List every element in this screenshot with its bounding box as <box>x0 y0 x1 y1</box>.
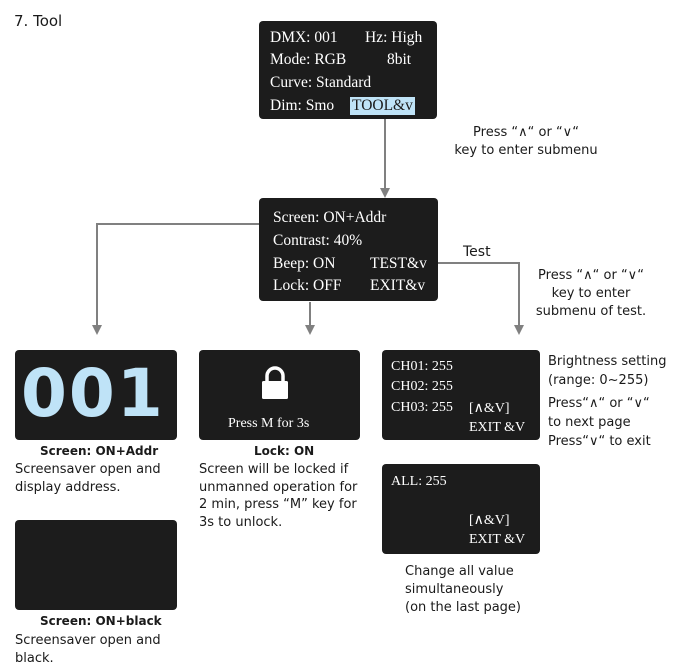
channel-test-screen: CH01: 255 CH02: 255 CH03: 255 [∧&V] EXIT… <box>382 350 540 440</box>
lock-caption-line-3: 2 min, press “M” key for <box>199 497 357 512</box>
channel-note-line-4: to next page <box>548 415 631 430</box>
lock-screen: Press M for 3s <box>199 350 360 440</box>
addr-caption-title: Screen: ON+Addr <box>40 444 159 458</box>
tool-menu-item-highlighted[interactable]: TOOL&v <box>350 97 415 115</box>
exit-menu-item[interactable]: EXIT&v <box>370 277 426 294</box>
lock-caption-title-value: : ON <box>284 444 315 458</box>
lock-caption: Screen will be locked if unmanned operat… <box>199 461 357 531</box>
padlock-icon <box>262 366 288 399</box>
test-note-line-3: submenu of test. <box>535 304 647 319</box>
lock-caption-title-label: Lock <box>254 444 285 458</box>
all-note-line-1: Change all value <box>405 564 514 579</box>
black-caption: Screensaver open and black. <box>15 632 161 668</box>
address-display: 001 <box>21 355 165 432</box>
all-exit-hint: EXIT &V <box>469 532 526 547</box>
hz-value: Hz: High <box>365 29 423 46</box>
dim-value: Dim: Smo <box>270 97 335 114</box>
all-channels-screen: ALL: 255 [∧&V] EXIT &V <box>382 464 540 554</box>
all-note-line-3: (on the last page) <box>405 600 521 615</box>
channel-nav-hint: [∧&V] <box>469 401 510 416</box>
black-caption-line-1: Screensaver open and <box>15 633 161 648</box>
screen-setting: Screen: ON+Addr <box>273 209 387 226</box>
all-note-line-2: simultaneously <box>405 582 504 597</box>
channel-03-value: CH03: 255 <box>391 400 453 415</box>
channel-note-line-5: Press“∨“ to exit <box>548 434 651 449</box>
dmx-address: DMX: 001 <box>270 29 338 46</box>
channel-note-line-3: Press“∧“ or “∨“ <box>548 396 650 411</box>
bit-value: 8bit <box>387 51 412 68</box>
channel-02-value: CH02: 255 <box>391 379 453 394</box>
addr-caption-line-2: display address. <box>15 480 121 495</box>
enter-submenu-note: Press “∧“ or “∨“ key to enter submenu <box>441 124 611 160</box>
lock-press-hint: Press M for 3s <box>228 416 310 431</box>
arrow-tool-to-test <box>438 262 524 335</box>
addr-caption-line-1: Screensaver open and <box>15 462 161 477</box>
test-submenu-note: Press “∧“ or “∨“ key to enter submenu of… <box>521 267 661 321</box>
test-note-line-1: Press “∧“ or “∨“ <box>538 268 644 283</box>
addr-caption: Screensaver open and display address. <box>15 461 161 497</box>
mode-value: Mode: RGB <box>270 51 347 68</box>
channel-01-value: CH01: 255 <box>391 359 453 374</box>
channel-note-line-2: (range: 0~255) <box>548 373 649 388</box>
test-note-line-2: key to enter <box>551 286 631 301</box>
enter-note-line-2: key to enter submenu <box>454 143 598 158</box>
black-caption-title: Screen: ON+black <box>40 614 162 628</box>
all-nav-hint: [∧&V] <box>469 513 510 528</box>
beep-setting: Beep: ON <box>273 255 336 272</box>
black-screensaver-screen <box>15 520 177 610</box>
black-caption-line-2: black. <box>15 651 54 666</box>
section-heading: 7. Tool <box>14 12 63 30</box>
lock-caption-title: Lock: ON <box>254 444 314 458</box>
address-screensaver-screen: 001 <box>15 350 177 440</box>
curve-value: Curve: Standard <box>270 74 372 91</box>
channel-exit-hint: EXIT &V <box>469 420 526 435</box>
channel-note-line-1: Brightness setting <box>548 354 667 369</box>
test-label: Test <box>463 244 491 260</box>
all-channels-value: ALL: 255 <box>391 474 447 489</box>
channel-note: Brightness setting (range: 0~255) Press“… <box>548 352 666 451</box>
lock-caption-line-2: unmanned operation for <box>199 479 358 495</box>
contrast-setting: Contrast: 40% <box>273 232 363 249</box>
enter-note-line-1: Press “∧“ or “∨“ <box>473 125 579 140</box>
tool-submenu-screen: Screen: ON+Addr Contrast: 40% Beep: ON T… <box>259 198 438 301</box>
test-menu-item[interactable]: TEST&v <box>370 255 427 272</box>
all-note: Change all value simultaneously (on the … <box>405 563 521 617</box>
main-menu-screen: DMX: 001 Hz: High Mode: RGB 8bit Curve: … <box>259 21 437 119</box>
arrow-tool-to-addr <box>92 223 260 335</box>
lock-caption-line-4: 3s to unlock. <box>199 514 283 530</box>
lock-setting: Lock: OFF <box>273 277 342 294</box>
lock-caption-line-1: Screen will be locked if <box>199 462 349 477</box>
